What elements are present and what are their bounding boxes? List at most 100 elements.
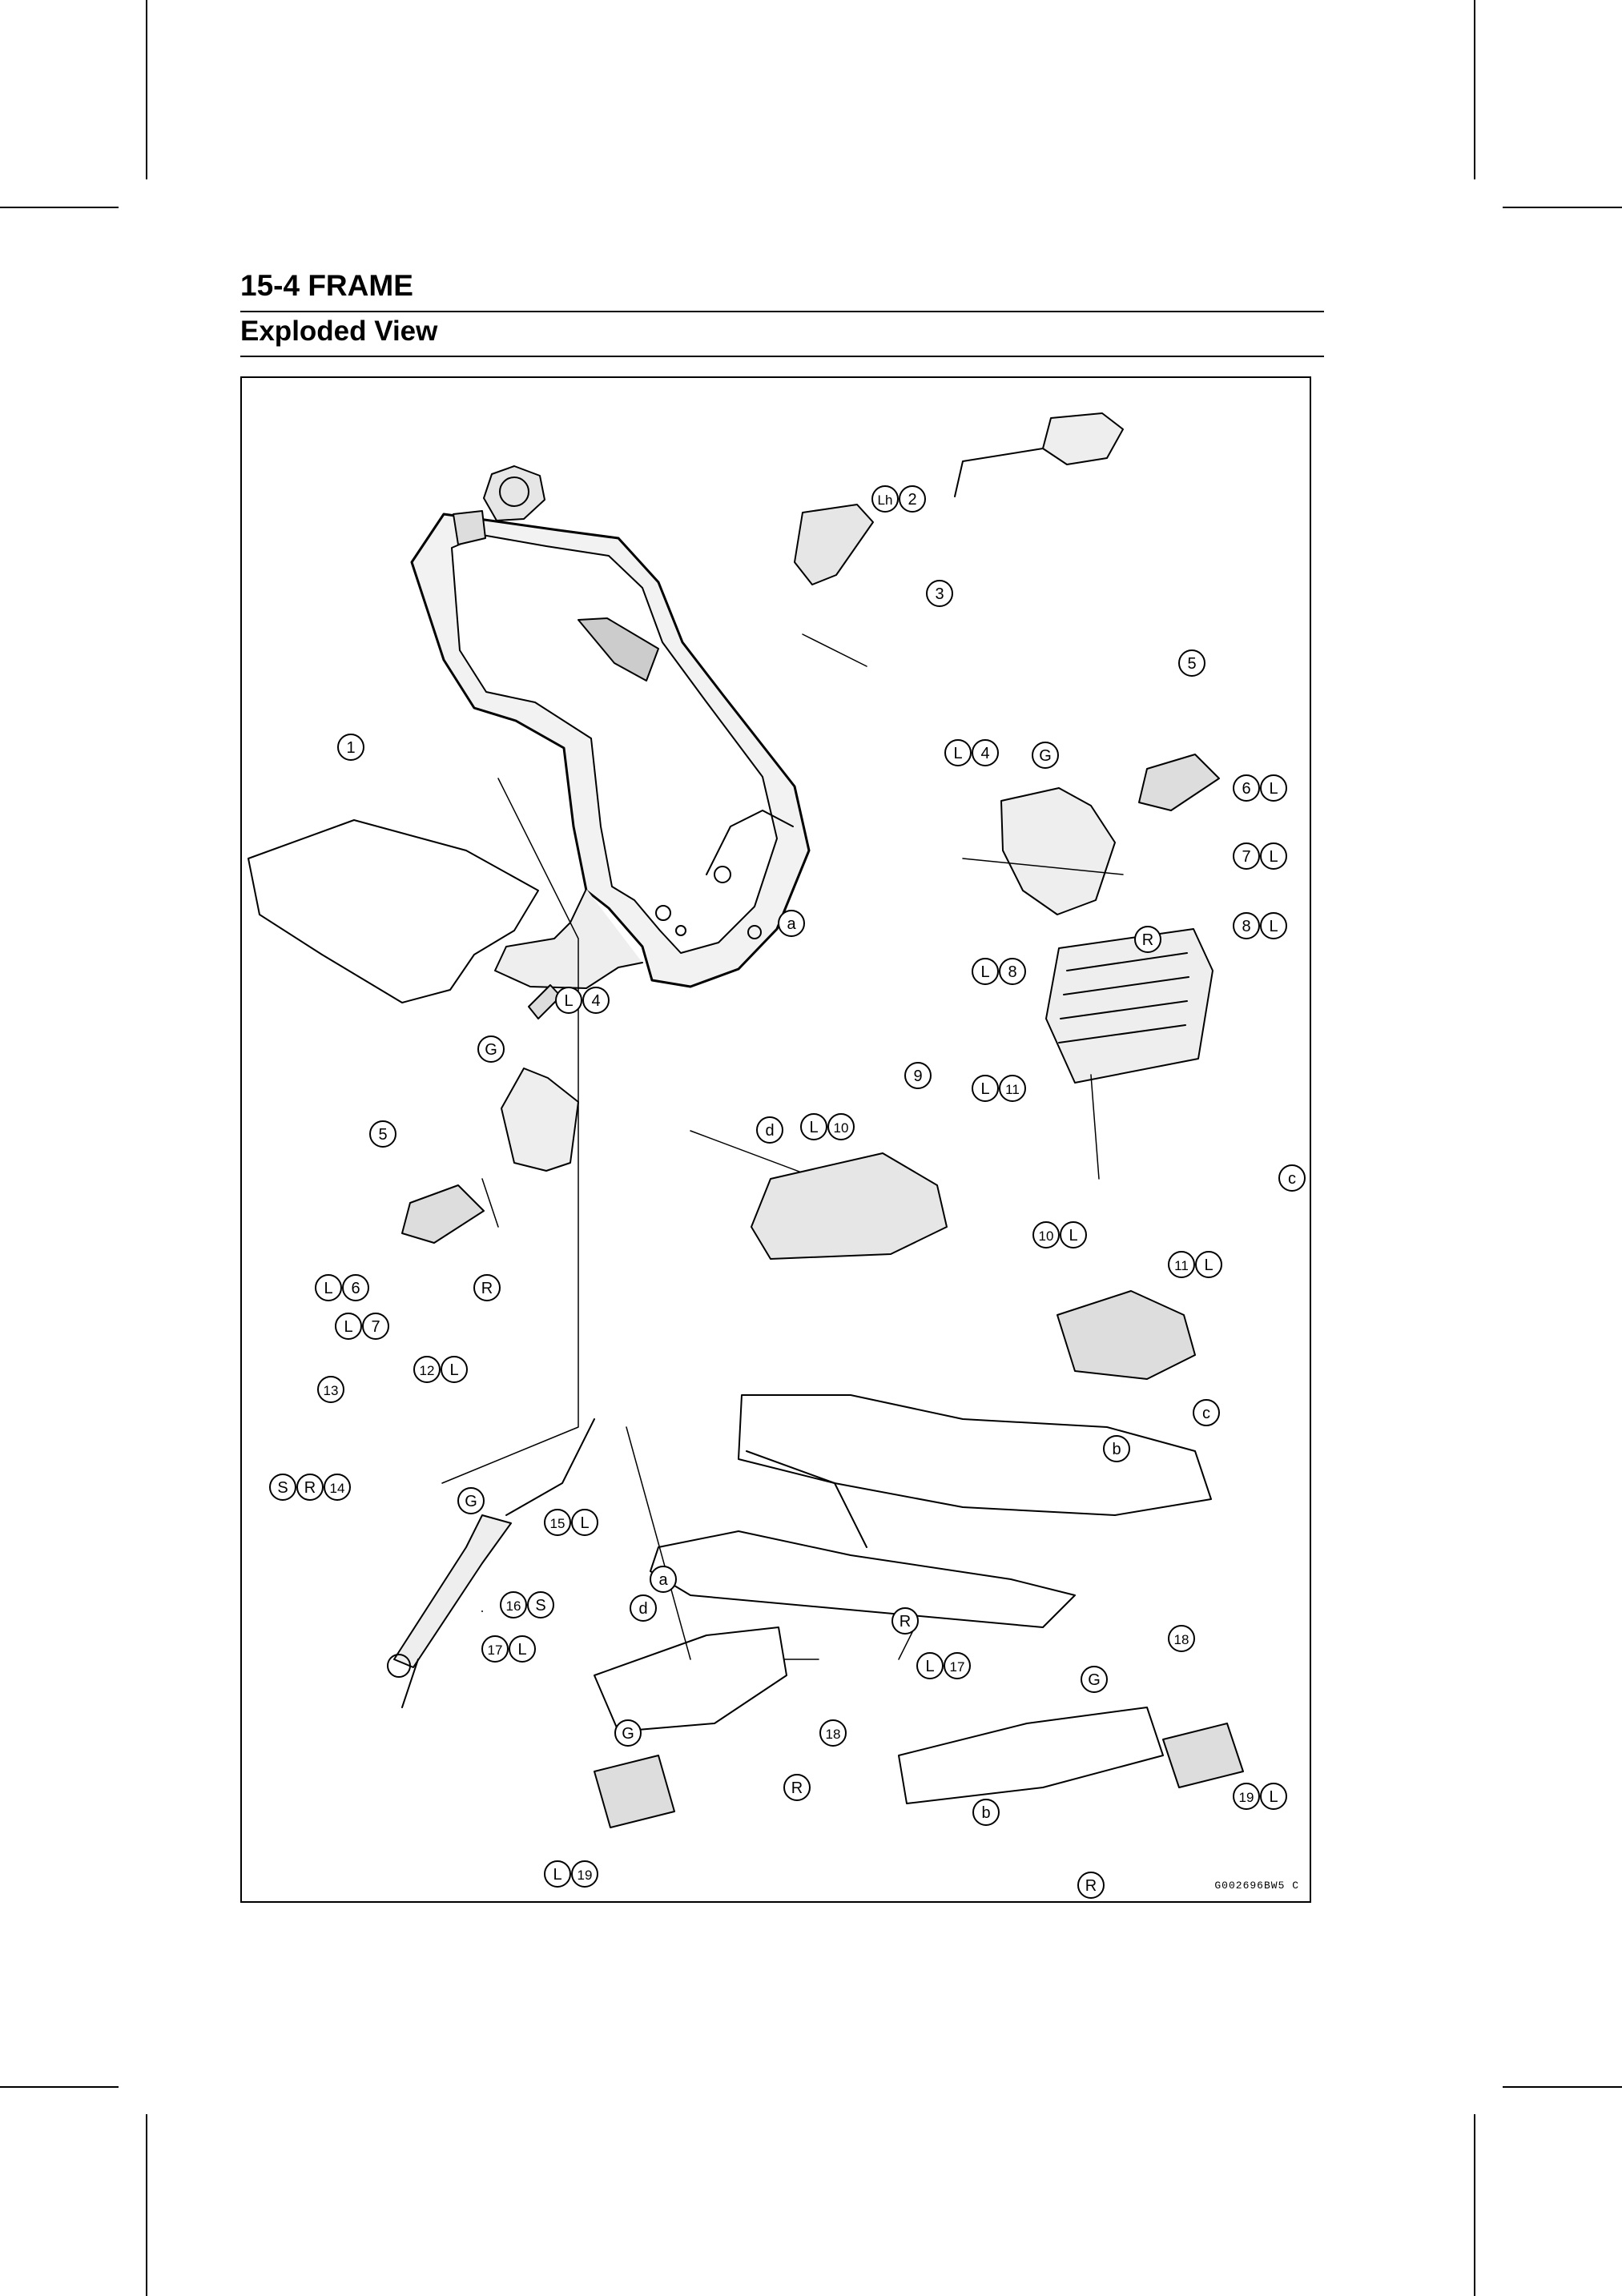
callout-18: 18: [819, 1719, 847, 1747]
callout-circle: [972, 739, 999, 766]
callout-label: R: [791, 1779, 803, 1797]
crop-mark-bottom-left-h: [0, 2086, 119, 2088]
callout-label: c: [1202, 1405, 1210, 1422]
callout-circle: [1032, 1221, 1060, 1249]
callout-label: G: [1039, 747, 1052, 765]
callout-label: L: [980, 1080, 989, 1098]
callout-circle: [500, 1591, 527, 1618]
callout-circle: [1233, 842, 1260, 870]
callout-label: G: [465, 1493, 477, 1510]
page-subtitle: Exploded View: [240, 316, 438, 347]
callout-circle: [1233, 1783, 1260, 1810]
callout-circle: [477, 1035, 505, 1063]
callout-g: G: [457, 1487, 485, 1514]
callout-label: 16: [506, 1598, 521, 1614]
callout-label: c: [1288, 1170, 1296, 1188]
callout-label: L: [1269, 918, 1278, 935]
callout-b: b: [1103, 1435, 1130, 1462]
callout-circle: [527, 1591, 554, 1618]
callout-circle: [1233, 912, 1260, 939]
callout-label: 18: [1174, 1632, 1189, 1647]
callout-label: 14: [330, 1481, 345, 1496]
passenger-footrest-right: [898, 1707, 1244, 1804]
callout-label: R: [900, 1613, 911, 1631]
callout-circle: [944, 1652, 971, 1679]
callout-r: R: [783, 1774, 811, 1801]
callout-circle: [1060, 1221, 1087, 1249]
mirror-left: [794, 504, 874, 585]
callout-label: G: [485, 1041, 497, 1059]
header-rule-bottom: [240, 356, 1324, 357]
callout-circle: [571, 1509, 598, 1536]
callout-label: L: [449, 1361, 458, 1379]
callout-5: 5: [369, 1120, 396, 1148]
callout-label: R: [304, 1479, 316, 1497]
callout-circle: [324, 1474, 351, 1501]
callout-circle: [916, 1652, 944, 1679]
callout-label: L: [1269, 1788, 1278, 1806]
callout-label: 17: [488, 1643, 503, 1658]
callout-label: 5: [378, 1126, 387, 1144]
callout-label: L: [953, 745, 962, 762]
callout-circle: [827, 1113, 855, 1140]
callout-label: S: [535, 1597, 545, 1614]
floorboard-right: [1045, 928, 1213, 1084]
callout-r: R: [1134, 926, 1161, 953]
callout-13: 13: [317, 1376, 344, 1403]
callout-circle: [317, 1376, 344, 1403]
callout-label: 3: [935, 585, 944, 603]
callout-label: 6: [1242, 780, 1250, 798]
mirror-right: [954, 412, 1124, 497]
callout-circle: [944, 739, 972, 766]
callout-circle: [362, 1313, 389, 1340]
callout-circle: [972, 1075, 999, 1102]
callout-label: 9: [913, 1068, 922, 1085]
callout-circle: [1168, 1251, 1195, 1278]
callout-circle: [544, 1509, 571, 1536]
callout-circle: [481, 1635, 509, 1663]
callout-5: 5: [1178, 649, 1205, 677]
callout-c: c: [1278, 1164, 1306, 1192]
callout-label: R: [481, 1280, 493, 1297]
callout-label: R: [1142, 931, 1153, 949]
callout-circle: [582, 987, 610, 1014]
callout-circle: [1195, 1251, 1222, 1278]
callout-circle: [457, 1487, 485, 1514]
callout-circle: [1134, 926, 1161, 953]
callout-label: a: [787, 915, 796, 933]
footrest-bracket-left: [401, 1068, 579, 1244]
callout-circle: [1260, 912, 1287, 939]
leader-lines: [441, 633, 1124, 1660]
callout-d: d: [630, 1594, 657, 1622]
callout-label: 1: [346, 739, 355, 757]
callout-label: 13: [324, 1383, 339, 1398]
callout-label: G: [622, 1725, 634, 1743]
callout-label: b: [981, 1804, 990, 1822]
callout-g: G: [1032, 742, 1059, 769]
callout-circle: [1260, 774, 1287, 802]
callout-circle: [904, 1062, 932, 1089]
callout-circle: [473, 1274, 501, 1301]
callout-label: 5: [1187, 655, 1196, 673]
callout-circle: [783, 1774, 811, 1801]
callout-label: 12: [420, 1363, 435, 1378]
callout-circle: [800, 1113, 827, 1140]
callout-18: 18: [1168, 1625, 1195, 1652]
callout-label: 11: [1005, 1082, 1020, 1097]
callout-label: 7: [371, 1318, 380, 1336]
callout-9: 9: [904, 1062, 932, 1089]
callout-circle: [337, 734, 364, 761]
main-frame-drawing: [410, 465, 819, 1660]
callout-r: R: [1077, 1872, 1105, 1899]
callout-circle: [1193, 1399, 1220, 1426]
callout-label: L: [980, 963, 989, 981]
callout-label: G: [1088, 1671, 1101, 1689]
callout-circle: [269, 1474, 296, 1501]
